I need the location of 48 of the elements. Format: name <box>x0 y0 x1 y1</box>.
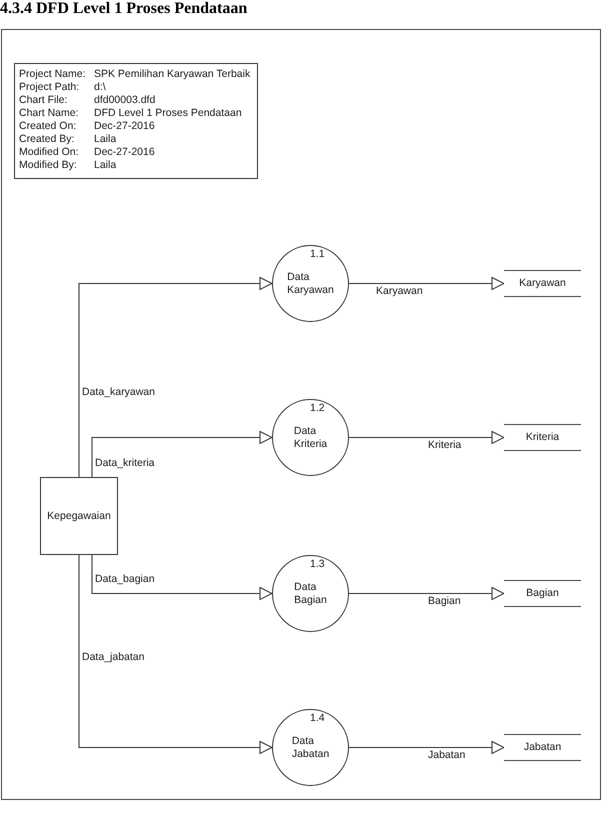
store-name: Jabatan <box>524 741 562 754</box>
info-field-value: Dec-27-2016 <box>94 146 155 159</box>
data-flow-arrow <box>78 277 272 478</box>
info-field-label: Project Name: <box>19 68 86 81</box>
process-name: Data Bagian <box>294 580 327 606</box>
project-info-box <box>14 63 258 179</box>
edge-label: Data_bagian <box>94 573 156 585</box>
edge-label: Data_karyawan <box>81 386 156 398</box>
info-field-label: Chart File: <box>19 94 68 107</box>
info-field-value: SPK Pemilihan Karyawan Terbaik <box>94 68 250 81</box>
info-field-value: Dec-27-2016 <box>94 120 155 133</box>
process-number: 1.4 <box>310 712 325 725</box>
process-number: 1.1 <box>310 248 325 261</box>
store-name: Kriteria <box>526 431 560 444</box>
info-field-label: Created By: <box>19 133 74 146</box>
entity-name: Kepegawaian <box>47 510 111 522</box>
data-flow-arrow <box>92 431 272 478</box>
edge-label: Data_kriteria <box>94 457 156 469</box>
info-field-value: Laila <box>94 159 116 172</box>
info-field-value: DFD Level 1 Proses Pendataan <box>94 107 242 120</box>
store-name: Bagian <box>526 587 559 600</box>
info-field-value: d:\ <box>94 81 106 94</box>
edge-label: Kriteria <box>427 439 462 451</box>
info-field-value: Laila <box>94 133 116 146</box>
info-field-label: Modified By: <box>19 159 77 172</box>
process-number: 1.3 <box>310 558 325 571</box>
info-field-label: Modified On: <box>19 146 79 159</box>
data-flow-arrow <box>348 741 504 754</box>
info-field-label: Chart Name: <box>19 107 79 120</box>
data-flow-arrow <box>78 554 272 754</box>
process-number: 1.2 <box>310 402 325 415</box>
process-name: Data Jabatan <box>292 734 330 760</box>
edge-label: Karyawan <box>375 285 424 297</box>
info-field-value: dfd00003.dfd <box>94 94 156 107</box>
data-flow-arrow <box>348 431 504 444</box>
info-field-label: Created On: <box>19 120 76 133</box>
edge-label: Bagian <box>427 595 462 607</box>
info-field-label: Project Path: <box>19 81 80 94</box>
process-name: Data Kriteria <box>294 424 328 450</box>
diagram-title: 4.3.4 DFD Level 1 Proses Pendataan <box>0 0 248 18</box>
data-flow-arrow <box>348 277 504 290</box>
process-name: Data Karyawan <box>287 270 334 296</box>
store-name: Karyawan <box>519 277 566 290</box>
data-flow-arrow <box>348 587 504 600</box>
external-entity-box <box>40 477 118 555</box>
edge-label: Jabatan <box>427 749 466 761</box>
data-flow-arrow <box>92 554 272 600</box>
edge-label: Data_jabatan <box>81 651 146 663</box>
